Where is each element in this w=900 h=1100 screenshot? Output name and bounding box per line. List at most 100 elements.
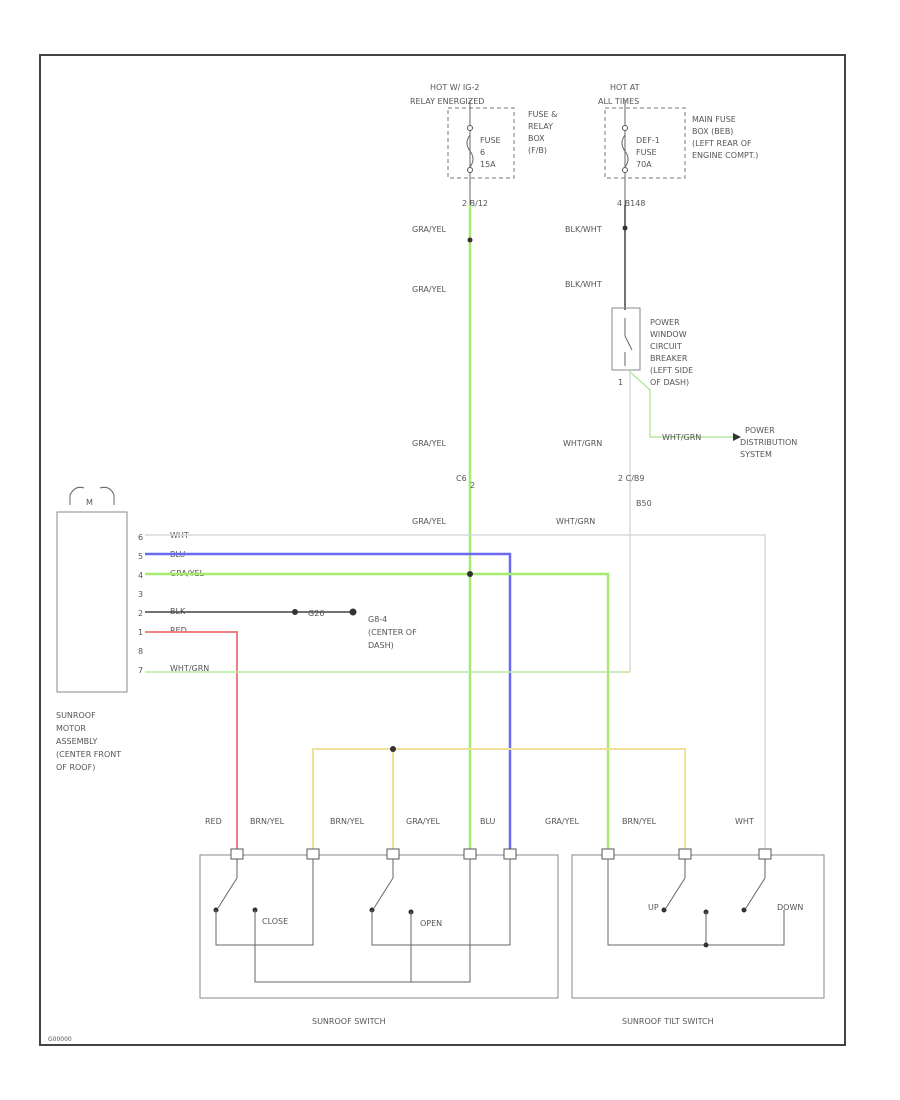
wire-to-power-dist <box>627 369 733 438</box>
wire-wht-to-tilt <box>145 534 766 855</box>
down-contact <box>741 907 747 913</box>
arrow-power-dist-icon <box>733 433 741 441</box>
motor-label-2: MOTOR <box>56 724 86 733</box>
fuse-terminal-top-left <box>467 125 473 131</box>
close-loop <box>215 859 314 946</box>
box-left-label-1: FUSE & <box>528 110 557 119</box>
breaker-label-2: WINDOW <box>650 330 687 339</box>
sunroof-motor-assembly: M SUNROOF MOTOR ASSEMBLY (CENTER FRONT O… <box>56 486 209 772</box>
circuit-breaker: POWER WINDOW CIRCUIT BREAKER (LEFT SIDE … <box>563 307 797 672</box>
box-left-label-2: RELAY <box>528 122 553 131</box>
arrow-wire-label: WHT/GRN <box>662 433 701 442</box>
motor-label-3: ASSEMBLY <box>56 737 97 746</box>
diagram-frame <box>39 54 846 1046</box>
breaker-symbol <box>624 318 633 366</box>
down-switch-arm <box>745 859 766 909</box>
wire-label-right-mid: BLK/WHT <box>565 280 602 289</box>
motor-pin-1: 6 <box>138 533 143 542</box>
up-contact <box>661 907 667 913</box>
power-right-header-1: HOT AT <box>610 83 640 92</box>
switch-wire-8: WHT <box>735 817 754 826</box>
fuse-left-label-3: 15A <box>480 160 496 169</box>
motor-label-4: (CENTER FRONT <box>56 750 121 759</box>
common-return <box>254 859 471 983</box>
junction-c: C6 <box>456 474 467 483</box>
breaker-label-1: POWER <box>650 318 680 327</box>
fuse-symbol-left <box>466 134 474 168</box>
connector-right: 4 B148 <box>617 199 645 208</box>
breaker-label-5: (LEFT SIDE <box>650 366 693 375</box>
power-left-header-1: HOT W/ IG-2 <box>430 83 479 92</box>
fuse-left-label-2: 6 <box>480 148 485 157</box>
fuse-terminal-bot-left <box>467 167 473 173</box>
breaker-out-wire-label: WHT/GRN <box>563 439 602 448</box>
power-right-header-2: ALL TIMES <box>598 97 639 106</box>
motor-pin-5: 2 <box>138 609 143 618</box>
switch-wire-2: BRN/YEL <box>250 817 285 826</box>
up-switch-arm <box>665 859 686 909</box>
sunroof-switch: CLOSE OPEN SUNROOF SWITCH <box>199 848 559 1026</box>
motor-pin-4: 3 <box>138 590 143 599</box>
ground-icon <box>349 608 357 616</box>
power-dist-label-1: POWER <box>745 426 775 435</box>
tilt-terminal-2 <box>678 848 692 860</box>
switch-wire-7: BRN/YEL <box>622 817 657 826</box>
footer-code: G00000 <box>48 1036 72 1043</box>
ground-label-3: DASH) <box>368 641 394 650</box>
wire-label-left-top: GRA/YEL <box>412 225 447 234</box>
sw-terminal-3 <box>386 848 400 860</box>
motor-wire-whtgrn: WHT/GRN <box>170 664 209 673</box>
sunroof-tilt-switch: UP DOWN SUNROOF TILT SWITCH <box>571 848 825 1026</box>
open-label: OPEN <box>420 919 442 928</box>
splice-yellow <box>390 746 396 752</box>
wire-red <box>145 631 238 855</box>
gra-yel-lower-label: GRA/YEL <box>412 517 447 526</box>
gra-yel-label: GRA/YEL <box>412 439 447 448</box>
power-source-left: HOT W/ IG-2 RELAY ENERGIZED FUSE 6 15A F… <box>410 83 557 294</box>
wire-label-right-top: BLK/WHT <box>565 225 602 234</box>
junction-right-id: B50 <box>636 499 652 508</box>
sw-terminal-4 <box>463 848 477 860</box>
fuse-symbol-right <box>621 134 629 168</box>
down-label: DOWN <box>777 903 803 912</box>
wire-brn-yel-bus <box>312 748 686 855</box>
sunroof-switch-box <box>199 854 559 999</box>
breaker-pin: 1 <box>618 378 623 387</box>
junction-c-pin: 2 <box>470 481 475 490</box>
box-left-label-3: BOX <box>528 134 545 143</box>
switch-wire-5: BLU <box>480 817 496 826</box>
switch-wire-3: BRN/YEL <box>330 817 365 826</box>
ground-label-1: G8-4 <box>368 615 387 624</box>
motor-label-1: SUNROOF <box>56 711 96 720</box>
close-switch-arm <box>217 859 238 909</box>
up-label: UP <box>648 903 659 912</box>
motor-pin-8: 7 <box>138 666 143 675</box>
motor-top-label: M <box>86 498 93 507</box>
ground-label-2: (CENTER OF <box>368 628 417 637</box>
switch-wire-6: GRA/YEL <box>545 817 580 826</box>
power-dist-label-2: DISTRIBUTION <box>740 438 797 447</box>
ground-connector: G26 <box>308 609 324 618</box>
breaker-label-3: CIRCUIT <box>650 342 682 351</box>
switch-wire-1: RED <box>205 817 222 826</box>
motor-bracket <box>69 486 115 505</box>
box-right-label-3: (LEFT REAR OF <box>692 139 752 148</box>
motor-label-5: OF ROOF) <box>56 763 95 772</box>
sw-terminal-5 <box>503 848 517 860</box>
breaker-label-4: BREAKER <box>650 354 688 363</box>
splice-green <box>467 571 473 577</box>
fuse-left-label-1: FUSE <box>480 136 501 145</box>
tilt-loop <box>607 859 785 946</box>
fuse-relay-box-left <box>447 107 515 179</box>
tilt-switch-box <box>571 854 825 999</box>
power-left-header-2: RELAY ENERGIZED <box>410 97 484 106</box>
fuse-right-label-2: FUSE <box>636 148 657 157</box>
tilt-splice <box>703 942 709 948</box>
fuse-terminal-top-right <box>622 125 628 131</box>
box-right-label-2: BOX (BEB) <box>692 127 733 136</box>
open-switch-arm <box>373 859 394 909</box>
power-source-right: HOT AT ALL TIMES DEF-1 FUSE 70A MAIN FUS… <box>565 83 758 310</box>
motor-pin-2: 5 <box>138 552 143 561</box>
wire-gra-yel-horizontal <box>145 572 610 855</box>
